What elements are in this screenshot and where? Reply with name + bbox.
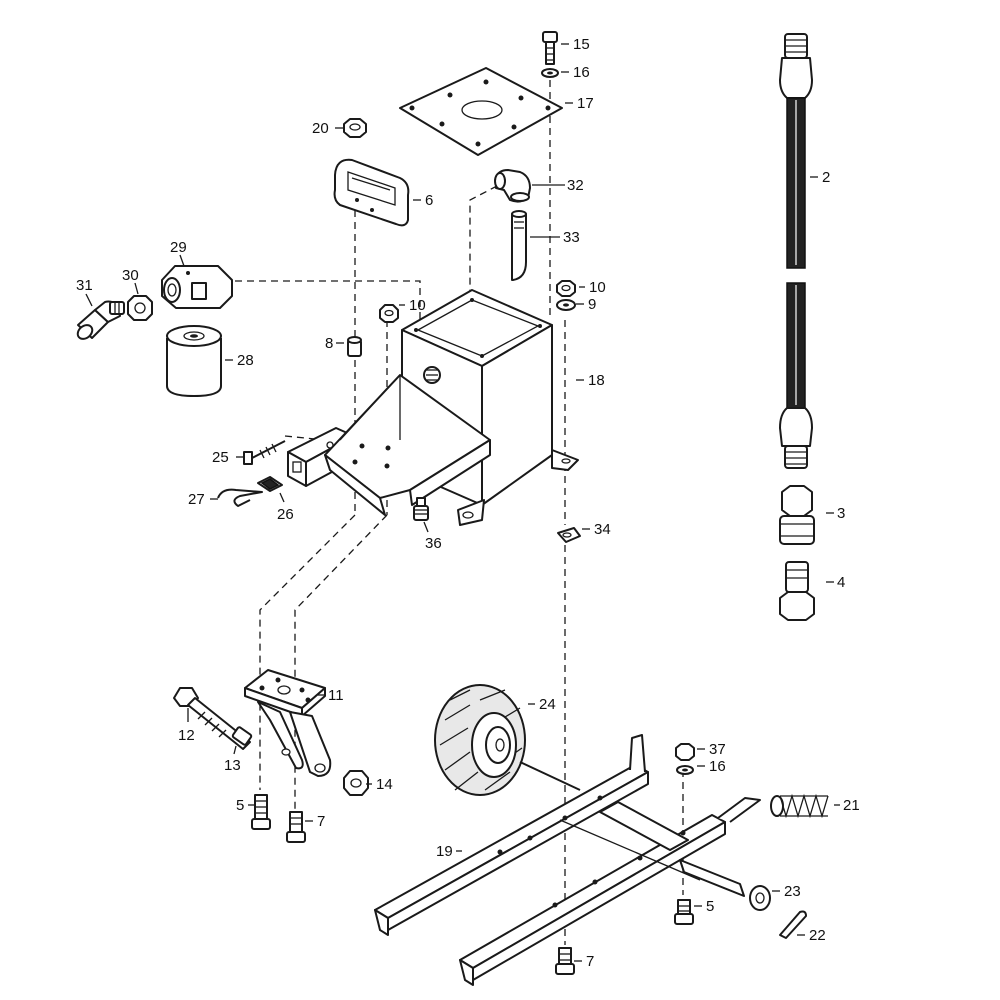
callout-10-right: 10: [589, 279, 606, 296]
part-29-filter-head: [161, 265, 233, 309]
callout-17: 17: [577, 95, 594, 112]
callout-15: 15: [573, 36, 590, 53]
part-23-washer: [749, 885, 771, 911]
hitch-bracket: [287, 374, 491, 516]
callout-37: 37: [709, 741, 726, 758]
callout-10: 10: [409, 297, 426, 314]
callout-2: 2: [822, 169, 830, 186]
callout-26: 26: [277, 506, 294, 523]
part-37-nut: [675, 743, 695, 761]
callout-3: 3: [837, 505, 845, 522]
part-20-nut: [343, 118, 367, 138]
part-3-quick-coupler: [779, 485, 815, 545]
callout-5: 5: [236, 797, 244, 814]
callout-22: 22: [809, 927, 826, 944]
callout-21: 21: [843, 797, 860, 814]
part-15-bolt: [542, 31, 558, 65]
part-22-cotter-pin: [779, 910, 807, 939]
callout-19: 19: [436, 843, 453, 860]
part-5-bolt-left: [251, 794, 271, 830]
callout-11: 11: [328, 687, 344, 704]
callout-29: 29: [170, 239, 187, 256]
callout-5-right: 5: [706, 898, 714, 915]
part-11-caster-bracket: [244, 669, 332, 777]
callout-18: 18: [588, 372, 605, 389]
part-6-handle-bracket: [333, 158, 410, 227]
part-27-hitch-clip: [217, 488, 263, 507]
part-25-clevis-pin: [243, 440, 286, 465]
part-33-pipe: [511, 210, 527, 281]
part-13-sleeve: [231, 726, 253, 746]
part-32-elbow-fitting: [494, 169, 531, 203]
callout-31: 31: [76, 277, 93, 294]
part-36-fitting: [413, 497, 429, 521]
part-34-clip: [557, 527, 581, 543]
callout-16-lower: 16: [709, 758, 726, 775]
part-2-hose: [779, 33, 813, 469]
callout-labels: 15 16 17 2 20 6 32 33 29 31 30 10 9 10 2…: [76, 36, 860, 970]
callout-20: 20: [312, 120, 329, 137]
callout-33: 33: [563, 229, 580, 246]
callout-14: 14: [376, 776, 393, 793]
part-24-wheel: [434, 684, 526, 796]
callout-7-lower: 7: [586, 953, 594, 970]
callout-32: 32: [567, 177, 584, 194]
callout-24: 24: [539, 696, 556, 713]
callout-12: 12: [178, 727, 195, 744]
leader-lines: [85, 43, 840, 962]
part-16-washer: [541, 68, 559, 78]
part-7-bolt-left: [286, 811, 306, 843]
part-31-elbow-45: [76, 300, 125, 340]
part-26-plate-clip: [257, 476, 283, 492]
callout-25: 25: [212, 449, 229, 466]
part-17-gasket-plate: [399, 67, 563, 156]
part-4-coupler-nipple: [779, 561, 815, 621]
callout-13: 13: [224, 757, 241, 774]
callout-27: 27: [188, 491, 205, 508]
part-5-bolt-right: [674, 899, 694, 925]
callout-9: 9: [588, 296, 596, 313]
callout-16: 16: [573, 64, 590, 81]
part-10-nut: [379, 304, 399, 323]
part-14-nut: [343, 770, 369, 796]
callout-34: 34: [594, 521, 611, 538]
callout-30: 30: [122, 267, 139, 284]
callout-8: 8: [325, 335, 333, 352]
part-19-frame: [374, 734, 761, 986]
part-16-washer-lower: [676, 765, 694, 775]
callout-4: 4: [837, 574, 845, 591]
part-9-washer: [556, 299, 576, 311]
callout-23: 23: [784, 883, 801, 900]
part-7-bolt-right: [555, 947, 575, 975]
callout-7: 7: [317, 813, 325, 830]
part-28-filter-cartridge: [166, 325, 222, 397]
part-10-nut-right: [556, 280, 576, 297]
callout-28: 28: [237, 352, 254, 369]
callout-36: 36: [425, 535, 442, 552]
part-30-adapter: [127, 295, 153, 321]
callout-6: 6: [425, 192, 433, 209]
part-8-spacer: [347, 336, 362, 357]
part-21-spring: [770, 793, 829, 819]
